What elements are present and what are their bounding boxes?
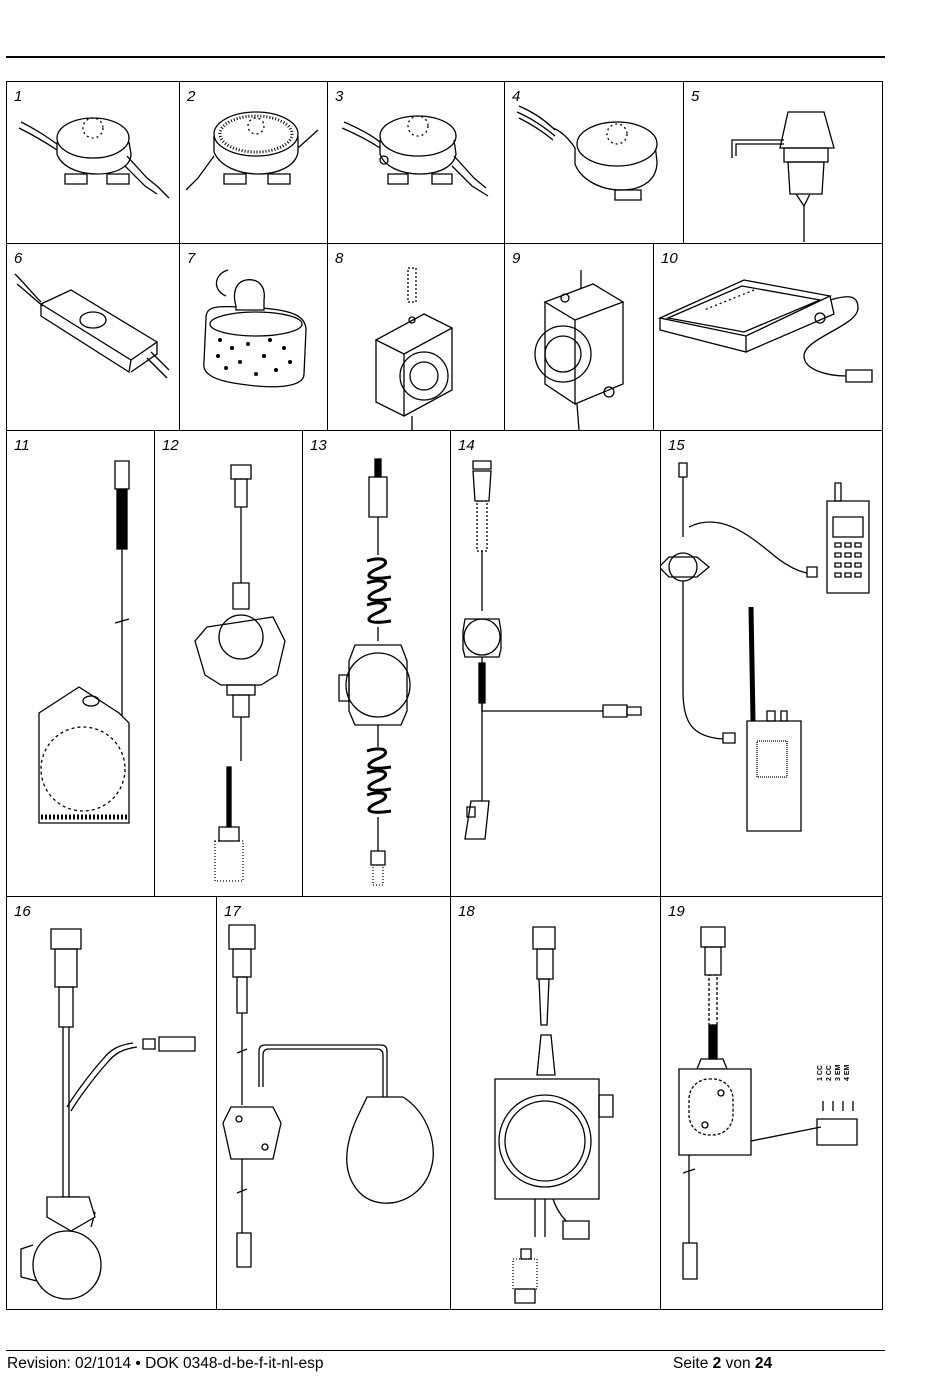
figure-18-panel: 18 <box>450 896 661 1310</box>
ptt-splitter-cable-illustration <box>451 431 661 897</box>
header-rule <box>6 56 885 58</box>
figure-15-panel: 15 <box>660 430 883 897</box>
page-total: 24 <box>754 1355 773 1372</box>
figure-number: 15 <box>668 437 685 454</box>
throat-microphone-illustration <box>7 82 180 244</box>
figure-10-panel: 10 <box>653 243 883 431</box>
ptt-box-illustration <box>328 244 505 431</box>
figure-number: 9 <box>512 250 521 267</box>
figure-number: 11 <box>14 437 30 454</box>
figure-number: 13 <box>310 437 327 454</box>
figure-5-panel: 5 <box>683 81 883 244</box>
figure-number: 10 <box>661 250 678 267</box>
figure-number: 6 <box>14 250 23 267</box>
figure-19-panel: 19 1 CC 2 CC 3 EM 4 EM <box>660 896 883 1310</box>
footer-page-number: Seite 2 von 24 <box>673 1355 772 1373</box>
figure-4-panel: 4 <box>504 81 684 244</box>
throat-microphone-ring-illustration <box>180 82 328 244</box>
figure-3-panel: 3 <box>327 81 505 244</box>
figure-1-panel: 1 <box>6 81 180 244</box>
figure-number: 5 <box>691 88 700 105</box>
figure-number: 8 <box>335 250 344 267</box>
phone-and-radio-adapter-illustration <box>661 431 883 897</box>
figure-14-panel: 14 <box>450 430 661 897</box>
figure-12-panel: 12 <box>154 430 303 897</box>
figure-8-panel: 8 <box>327 243 505 431</box>
switch-label: 1 CC <box>817 1065 824 1081</box>
ptt-adapter-with-switch-illustration <box>661 897 883 1310</box>
ptt-box-illustration <box>505 244 654 431</box>
figure-6-panel: 6 <box>6 243 180 431</box>
ptt-inline-switch-illustration <box>7 244 180 431</box>
throat-microphone-ptt-illustration <box>328 82 505 244</box>
figure-number: 19 <box>668 903 685 920</box>
page-separator: von <box>725 1355 751 1372</box>
figure-13-panel: 13 <box>302 430 451 897</box>
coiled-ptt-cable-illustration <box>303 431 451 897</box>
ptt-adapter-cable-illustration <box>155 431 303 897</box>
figure-number: 2 <box>187 88 196 105</box>
switch-label: 4 EM <box>844 1064 851 1081</box>
footer-rule <box>6 1350 885 1351</box>
throat-microphone-illustration <box>505 82 684 244</box>
figure-number: 12 <box>162 437 179 454</box>
switch-position-labels: 1 CC 2 CC 3 EM 4 EM <box>816 1031 852 1081</box>
figure-number: 1 <box>14 88 23 105</box>
figure-number: 17 <box>224 903 241 920</box>
y-cable-microphone-illustration <box>7 897 217 1310</box>
figure-16-panel: 16 <box>6 896 217 1310</box>
footer-revision: Revision: 02/1014 • DOK 0348-d-be-f-it-n… <box>7 1355 324 1372</box>
switch-label: 2 CC <box>826 1065 833 1081</box>
adhesive-microphone-illustration <box>7 431 155 897</box>
finger-ptt-illustration <box>180 244 328 431</box>
earpiece-illustration <box>684 82 883 244</box>
figure-number: 16 <box>14 903 31 920</box>
figure-number: 14 <box>458 437 475 454</box>
figure-number: 7 <box>187 250 196 267</box>
figure-17-panel: 17 <box>216 896 451 1310</box>
foot-switch-illustration <box>654 244 883 431</box>
page-prefix: Seite <box>673 1355 709 1372</box>
figure-number: 4 <box>512 88 521 105</box>
figure-number: 3 <box>335 88 344 105</box>
figure-number: 18 <box>458 903 475 920</box>
figure-11-panel: 11 <box>6 430 155 897</box>
ptt-microphone-cable-illustration <box>217 897 451 1310</box>
figure-7-panel: 7 <box>179 243 328 431</box>
switch-label: 3 EM <box>835 1064 842 1081</box>
ptt-box-adapter-illustration <box>451 897 661 1310</box>
figure-2-panel: 2 <box>179 81 328 244</box>
page-current: 2 <box>712 1355 722 1372</box>
figure-9-panel: 9 <box>504 243 654 431</box>
